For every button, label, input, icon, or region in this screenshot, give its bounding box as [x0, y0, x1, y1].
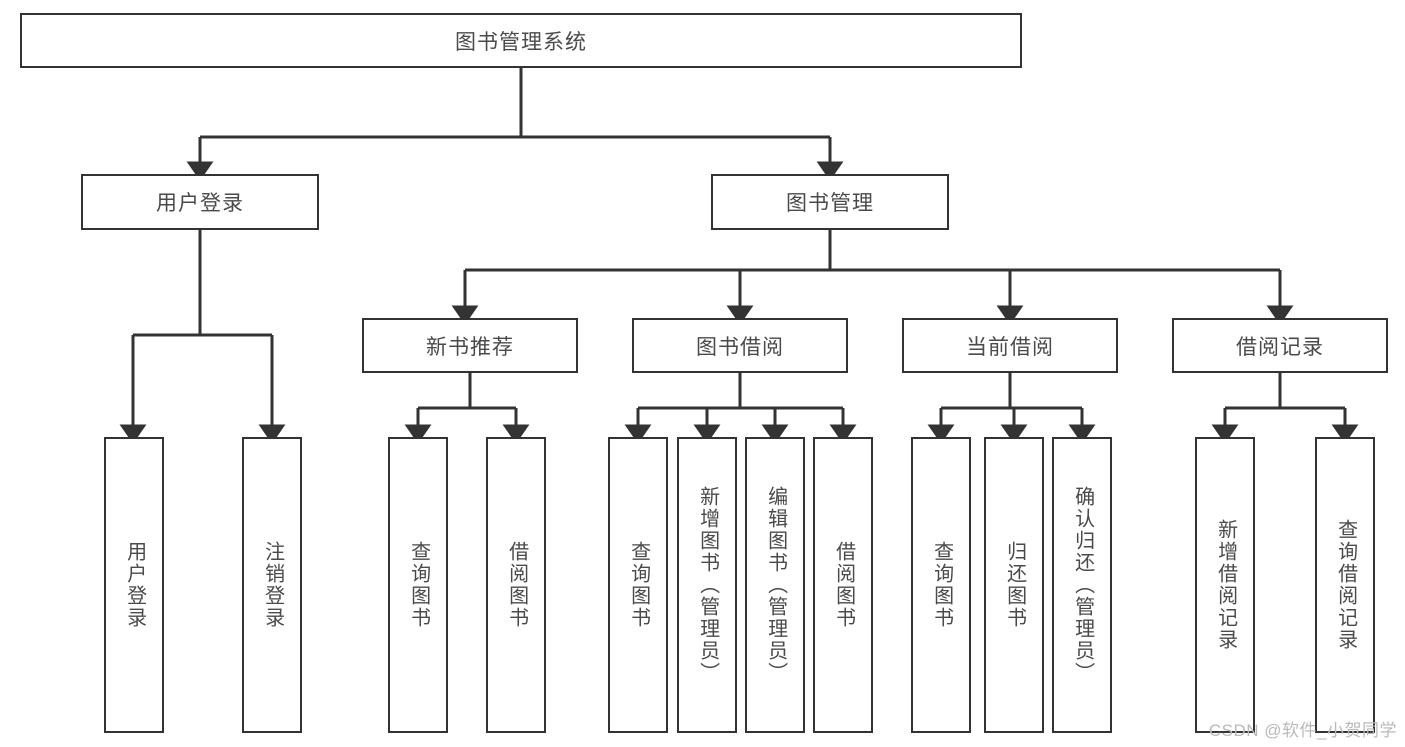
- node-user-login[interactable]: 用户登录: [81, 174, 319, 230]
- node-current-borrow-label: 当前借阅: [966, 335, 1054, 359]
- node-leaf-query-book-2-label: 查询图书: [627, 541, 650, 629]
- node-leaf-user-logout-label: 注销登录: [261, 541, 284, 629]
- node-leaf-user-logout[interactable]: 注销登录: [242, 437, 302, 733]
- node-book-borrow-label: 图书借阅: [696, 335, 784, 359]
- node-leaf-return-book[interactable]: 归还图书: [984, 437, 1044, 733]
- node-leaf-query-record-label: 查询借阅记录: [1334, 519, 1357, 651]
- node-leaf-confirm-return[interactable]: 确认归还（管理员）: [1052, 437, 1112, 733]
- node-book-management[interactable]: 图书管理: [711, 174, 949, 230]
- node-root[interactable]: 图书管理系统: [20, 13, 1022, 68]
- node-leaf-query-record[interactable]: 查询借阅记录: [1315, 437, 1375, 733]
- node-borrow-record[interactable]: 借阅记录: [1172, 318, 1388, 373]
- node-new-book-recommend-label: 新书推荐: [426, 335, 514, 359]
- node-leaf-borrow-book-2-label: 借阅图书: [832, 541, 855, 629]
- node-leaf-edit-book[interactable]: 编辑图书（管理员）: [745, 437, 805, 733]
- node-leaf-query-book-3-label: 查询图书: [930, 541, 953, 629]
- node-new-book-recommend[interactable]: 新书推荐: [362, 318, 578, 373]
- node-leaf-borrow-book-1[interactable]: 借阅图书: [486, 437, 546, 733]
- node-leaf-add-book-label: 新增图书（管理员）: [696, 486, 719, 684]
- node-leaf-edit-book-label: 编辑图书（管理员）: [764, 486, 787, 684]
- node-leaf-add-record[interactable]: 新增借阅记录: [1195, 437, 1255, 733]
- node-borrow-record-label: 借阅记录: [1236, 335, 1324, 359]
- node-leaf-borrow-book-2[interactable]: 借阅图书: [813, 437, 873, 733]
- node-leaf-query-book-3[interactable]: 查询图书: [911, 437, 971, 733]
- node-book-borrow[interactable]: 图书借阅: [632, 318, 848, 373]
- node-leaf-user-login-label: 用户登录: [123, 541, 146, 629]
- node-root-label: 图书管理系统: [455, 30, 587, 54]
- node-leaf-query-book-1[interactable]: 查询图书: [388, 437, 448, 733]
- node-leaf-confirm-return-label: 确认归还（管理员）: [1071, 486, 1094, 684]
- node-leaf-query-book-1-label: 查询图书: [407, 541, 430, 629]
- node-leaf-borrow-book-1-label: 借阅图书: [505, 541, 528, 629]
- node-leaf-add-record-label: 新增借阅记录: [1214, 519, 1237, 651]
- watermark-text: CSDN @软件_小贺同学: [1208, 721, 1397, 740]
- node-book-management-label: 图书管理: [786, 192, 874, 215]
- node-user-login-label: 用户登录: [156, 192, 244, 215]
- node-leaf-user-login[interactable]: 用户登录: [104, 437, 164, 733]
- node-leaf-add-book[interactable]: 新增图书（管理员）: [677, 437, 737, 733]
- node-current-borrow[interactable]: 当前借阅: [902, 318, 1118, 373]
- node-leaf-return-book-label: 归还图书: [1003, 541, 1026, 629]
- node-leaf-query-book-2[interactable]: 查询图书: [608, 437, 668, 733]
